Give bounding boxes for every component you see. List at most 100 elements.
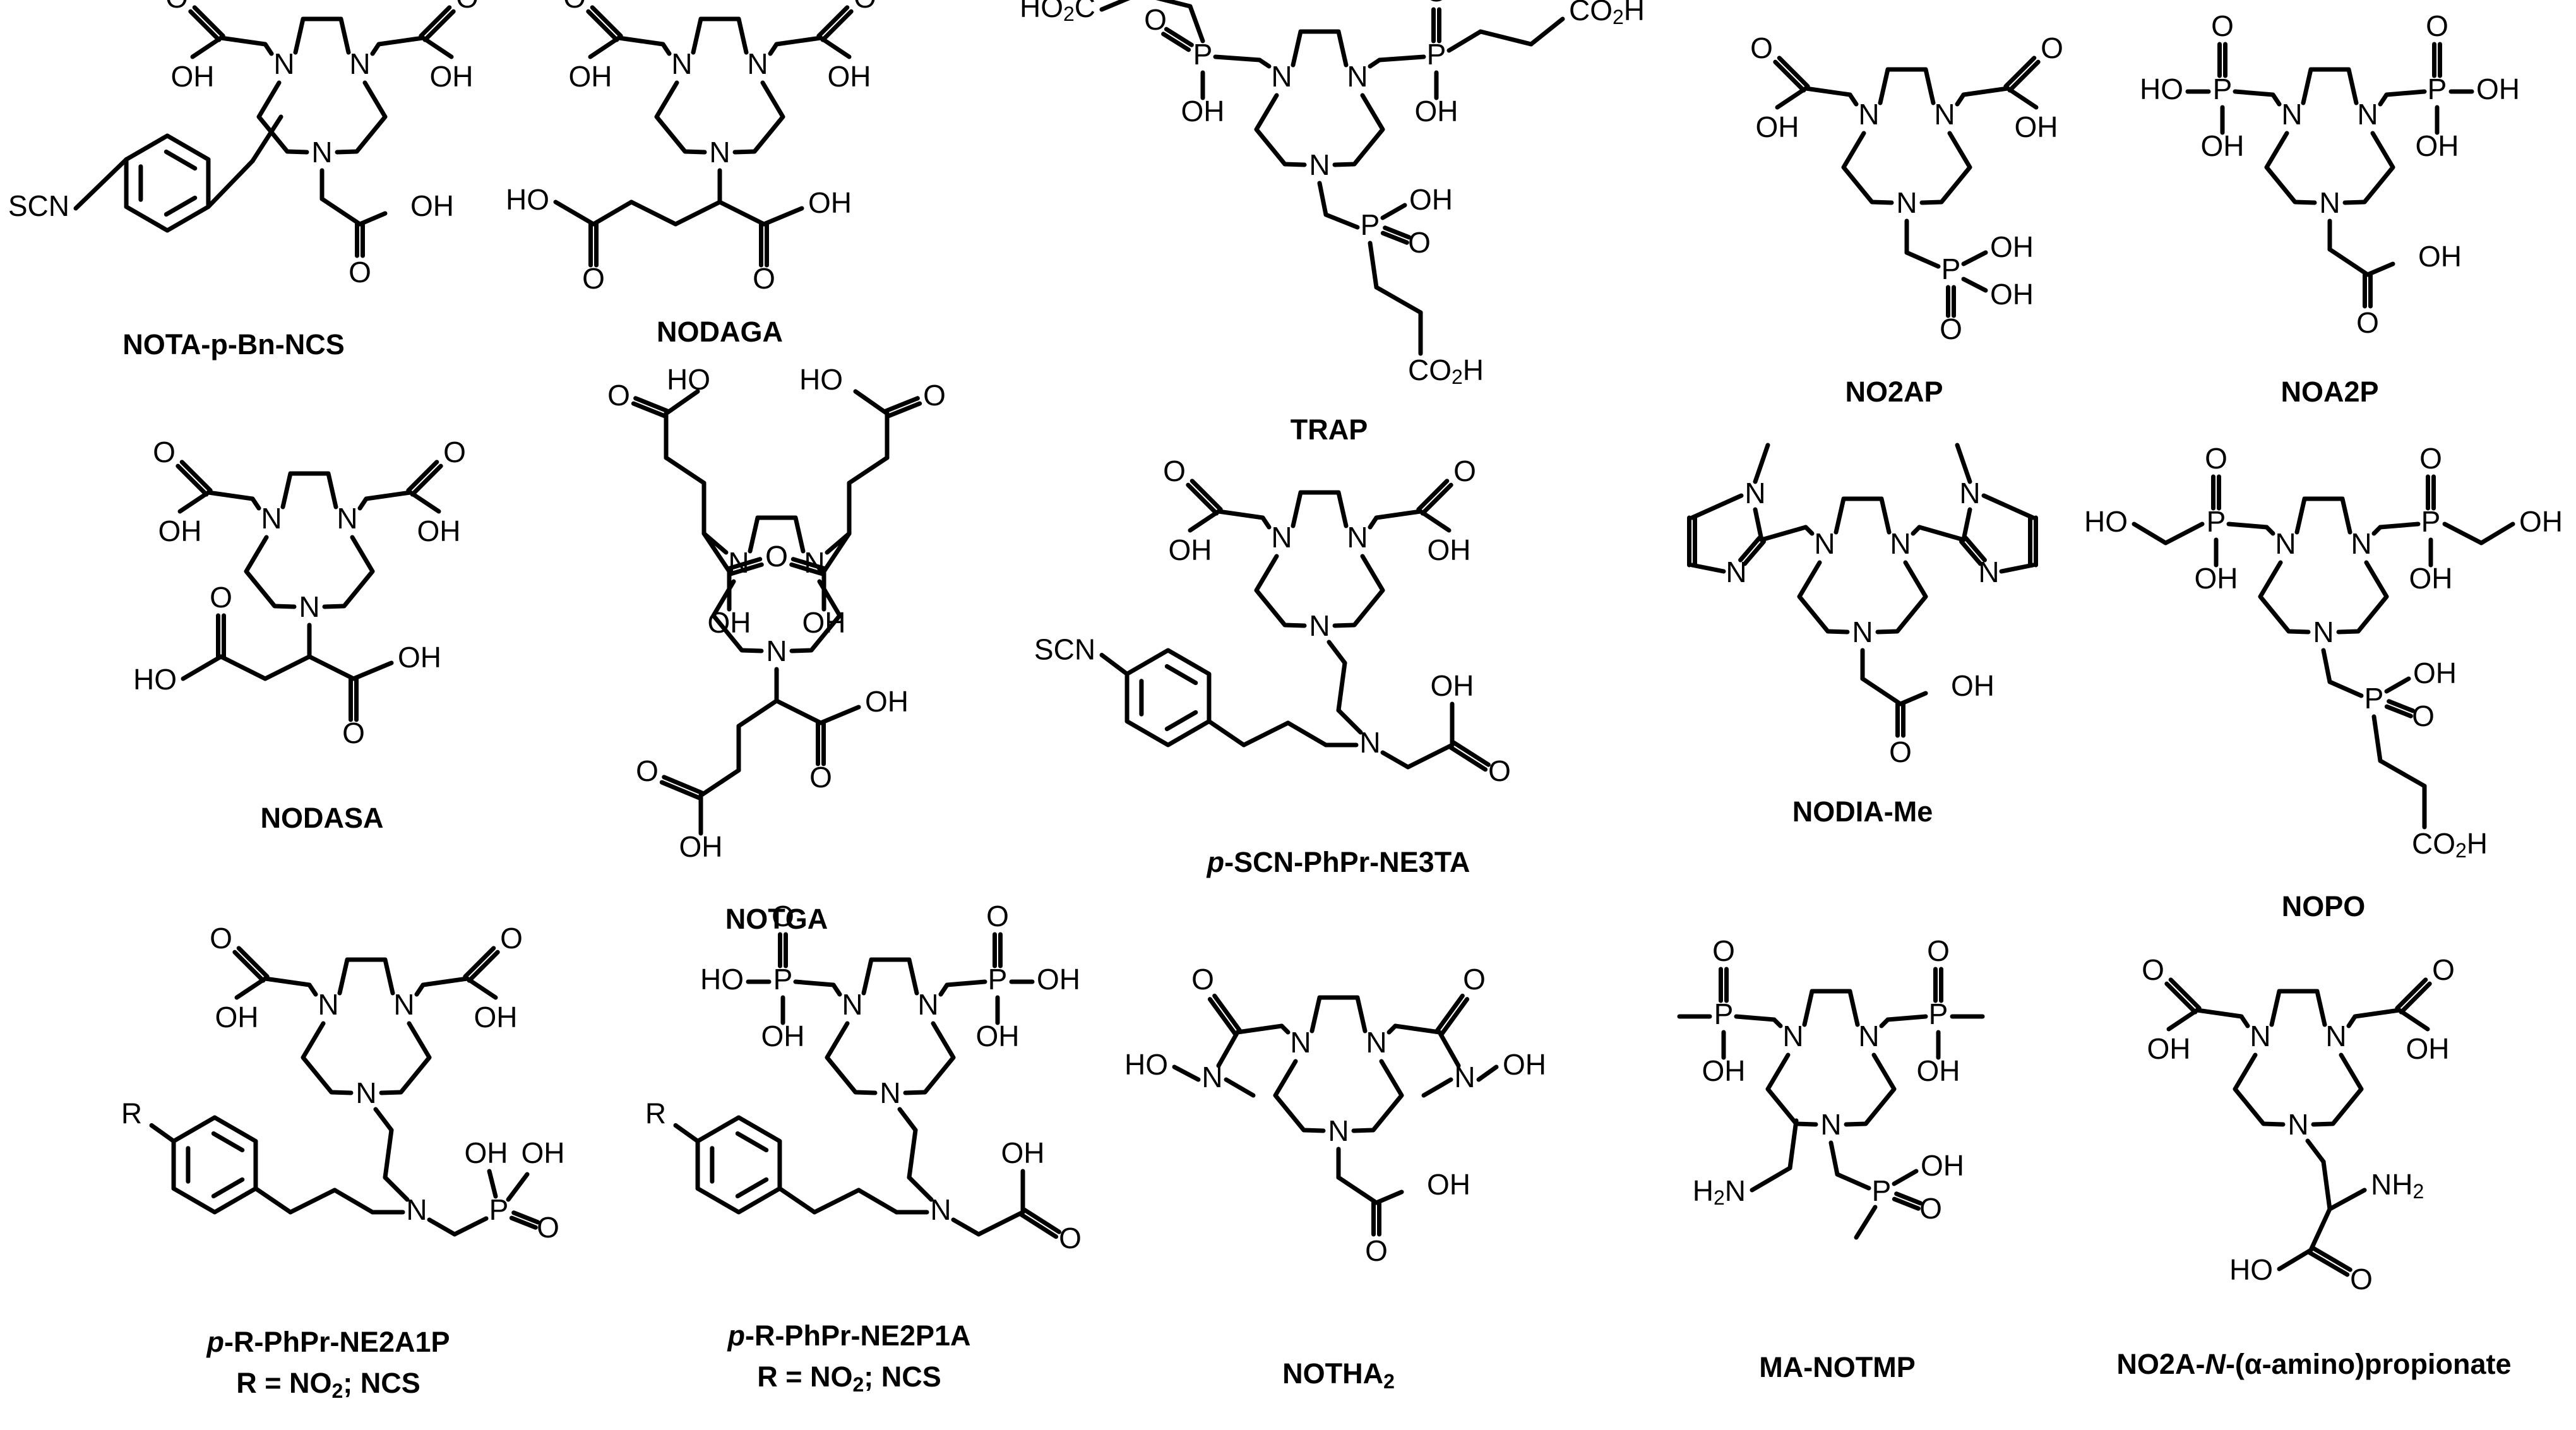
caption-no2a-suffix: -(α-amino)propionate (2225, 1348, 2512, 1380)
bond (1875, 560, 1928, 635)
atom-label: O (2412, 700, 2435, 732)
bond (673, 200, 722, 227)
atom-label: O (607, 379, 630, 412)
atom-label: OH (417, 515, 461, 547)
bond (1380, 230, 1409, 245)
bond (1775, 86, 1808, 110)
atom-label: OH (708, 606, 751, 639)
bond (1332, 93, 1385, 167)
bond (1898, 691, 1928, 706)
bond (164, 195, 198, 217)
caption-no2ap: NO2AP (1698, 376, 2090, 408)
bond (179, 460, 213, 493)
atom-label: OH (2418, 240, 2462, 273)
bond (206, 158, 255, 209)
bond (1753, 507, 1764, 542)
bond (1529, 16, 1565, 47)
bond (1844, 1052, 1897, 1127)
bond (856, 1188, 899, 1215)
atom-label: N (1896, 186, 1917, 219)
bond (748, 515, 806, 554)
bond (1416, 479, 1450, 512)
bond (1835, 1172, 1871, 1191)
bond (1235, 1023, 1284, 1035)
atom-label: N (1858, 98, 1879, 131)
bond (319, 196, 362, 227)
bond (1285, 720, 1328, 748)
caption-nodasa-text: NODASA (260, 802, 384, 834)
bond (1955, 443, 1972, 484)
atom-label: N (406, 1193, 427, 1226)
atom-label: OH (1990, 230, 2034, 263)
bond (897, 1107, 918, 1133)
bond (1753, 443, 1770, 484)
atom-label: HO (506, 183, 549, 216)
bond (588, 35, 621, 59)
caption-trap-text: TRAP (1290, 414, 1368, 446)
bond (1828, 1140, 1840, 1177)
caption-p-scn-phpr-ne3ta: p-SCN-PhPr-NE3TA (1004, 846, 1673, 879)
bond (2294, 496, 2352, 535)
bond (1742, 539, 1766, 566)
atom-label: O (753, 262, 775, 295)
bond (1216, 1030, 1240, 1068)
atom-label: N (1890, 527, 1911, 560)
atom-label: N (766, 635, 787, 667)
caption-noa2p: NOA2P (2096, 376, 2563, 408)
atom-label: O (1712, 934, 1735, 967)
bond (373, 1107, 394, 1133)
atom-label: OH (865, 685, 909, 718)
bond (236, 946, 270, 979)
atom-label: P (2207, 505, 2226, 538)
bond (654, 80, 707, 155)
atom-label: N (2250, 1020, 2270, 1052)
atom-label: O (2205, 442, 2227, 475)
bond (1892, 1196, 1921, 1211)
atom-label: HO (700, 963, 744, 996)
atom-label: OH (410, 189, 454, 222)
bond (2264, 131, 2317, 205)
caption-p-r-phpr-ne2p1a: p-R-PhPr-NE2P1A (587, 1320, 1111, 1352)
atom-label: N (2351, 527, 2371, 560)
note-text: R = NO (236, 1367, 332, 1399)
bond (818, 35, 852, 59)
atom-label: N (1309, 148, 1330, 181)
atom-label: HO (2140, 73, 2183, 105)
note-text-tail: ; NCS (343, 1367, 420, 1399)
bond (1773, 59, 1806, 93)
atom-label: OH (1001, 1136, 1045, 1169)
bond (357, 211, 388, 227)
bond (509, 1215, 538, 1230)
bond (861, 957, 919, 996)
atom-label: R (121, 1097, 142, 1130)
atom-label: O (342, 717, 365, 749)
atom-label: O (1927, 934, 1950, 967)
atom-label: O (500, 922, 523, 955)
bond (1803, 86, 1852, 97)
atom-label: N (2281, 98, 2302, 131)
caption-trap: TRAP (972, 414, 1686, 446)
atom-label: O (1191, 963, 1214, 996)
caption-p-r-phpr-ne2a1p-rest: -R-PhPr-NE2A1P (224, 1326, 450, 1358)
atom-label: N (2357, 98, 2378, 131)
bond (1854, 1205, 1878, 1240)
atom-label: N (1309, 609, 1330, 642)
bond (591, 200, 634, 227)
bond (1961, 250, 1988, 266)
caption-notha2-text: NOTHA (1282, 1357, 1384, 1390)
bond (420, 35, 454, 59)
atom-label: N (1820, 1108, 1841, 1141)
bond (818, 705, 861, 725)
bond (1254, 93, 1307, 167)
bond (1451, 740, 1491, 767)
atom-label: OH (808, 186, 852, 219)
bond (465, 976, 498, 1000)
bond (1405, 742, 1455, 770)
bond (1213, 54, 1262, 63)
bond (2395, 977, 2428, 1011)
